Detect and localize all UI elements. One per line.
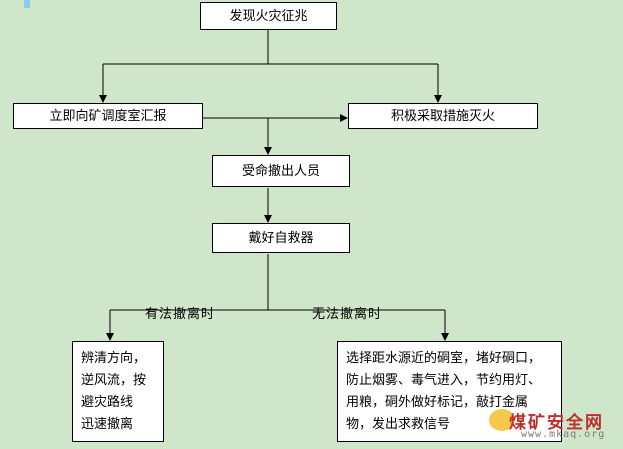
watermark-badge-icon — [489, 409, 515, 431]
cannot-escape-line: 物，发出求救信号 — [346, 417, 451, 432]
edge-label-can-escape: 有法撤离时 — [145, 307, 216, 322]
cannot-escape-line: 选择距水源近的硐室，堵好硐口， — [346, 351, 542, 366]
node-fight: 积极采取措施灭火 — [348, 103, 538, 129]
node-evacuate-order: 受命撤出人员 — [212, 155, 350, 187]
corner-accent — [24, 0, 30, 8]
node-can-escape: 辨清方向， 逆风流，按 避灾路线 迅速撤离 — [72, 341, 164, 442]
can-escape-line: 迅速撤离 — [81, 417, 134, 432]
watermark-url: www.mkaq.org — [521, 429, 606, 440]
watermark-logo: 煤矿安全网 www.mkaq.org — [487, 405, 617, 441]
node-cannot-escape: 选择距水源近的硐室，堵好硐口， 防止烟雾、毒气进入，节约用灯、 用粮，硐外做好标… — [337, 341, 562, 442]
can-escape-line: 逆风流，按 — [81, 373, 147, 388]
node-report: 立即向矿调度室汇报 — [13, 103, 203, 129]
cannot-escape-line: 防止烟雾、毒气进入，节约用灯、 — [346, 373, 542, 388]
watermark-title: 煤矿安全网 — [509, 413, 604, 433]
can-escape-line: 辨清方向， — [81, 351, 147, 366]
edge-label-cannot-escape: 无法撤离时 — [312, 307, 383, 322]
cannot-escape-line: 用粮，硐外做好标记，敲打金属 — [346, 395, 529, 410]
node-start: 发现火灾征兆 — [200, 2, 337, 30]
can-escape-line: 避灾路线 — [81, 395, 134, 410]
node-self-rescuer: 戴好自救器 — [212, 223, 350, 253]
